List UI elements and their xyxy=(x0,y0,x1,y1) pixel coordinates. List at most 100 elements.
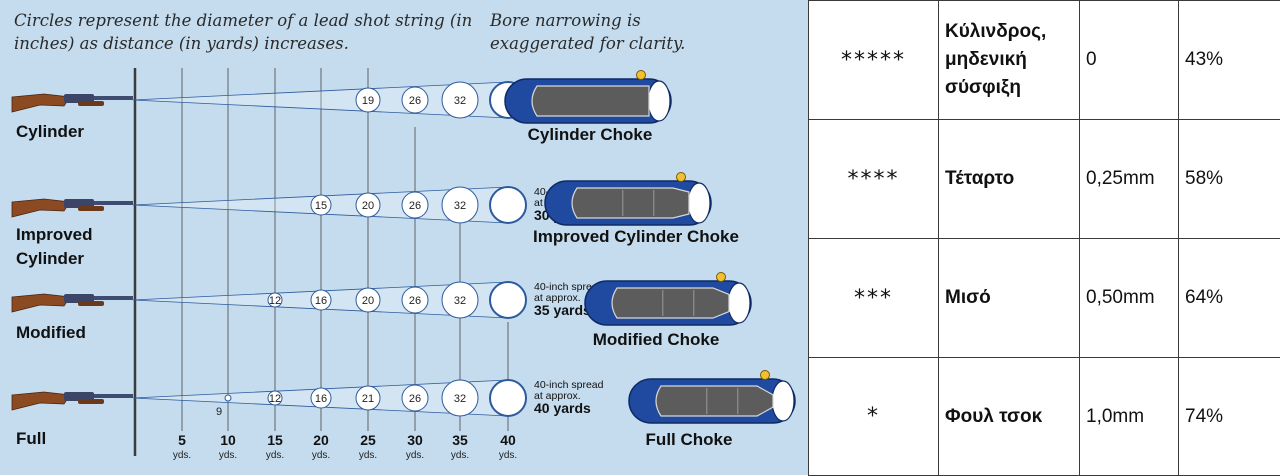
choke-name-label: Cylinder xyxy=(16,122,84,141)
choke-name-label: Improved xyxy=(16,225,93,244)
sight-bead xyxy=(637,71,646,80)
gun-stock xyxy=(12,294,70,312)
table-row: *** Μισό 0,50mm 64% xyxy=(809,239,1280,358)
distance-tick-label: 5 xyxy=(178,432,186,448)
distance-tick-label: 15 xyxy=(267,432,283,448)
distance-tick-label: 10 xyxy=(220,432,236,448)
caption-left-line-1: Circles represent the diameter of a lead… xyxy=(14,11,472,30)
diameter-label: 16 xyxy=(315,295,327,307)
tube-bore xyxy=(656,386,773,416)
table-row: * Φουλ τσοκ 1,0mm 74% xyxy=(809,358,1280,476)
diameter-label: 32 xyxy=(454,295,466,307)
gun-stock xyxy=(12,94,70,112)
gun-barrel xyxy=(94,96,133,100)
choke-tube-icon xyxy=(545,173,711,226)
distance-unit-label: yds. xyxy=(406,450,424,461)
tube-mouth xyxy=(772,381,794,421)
choke-name-cell: Φουλ τσοκ xyxy=(939,358,1080,476)
spread-yards-label: 35 yards xyxy=(534,302,591,318)
diameter-label: 26 xyxy=(409,393,421,405)
diameter-label: 15 xyxy=(315,200,327,212)
gun-forend xyxy=(78,206,104,211)
gun-barrel xyxy=(94,296,133,300)
choke-type-label: Cylinder Choke xyxy=(528,125,653,144)
diameter-label: 32 xyxy=(454,393,466,405)
diameter-label: 26 xyxy=(409,200,421,212)
diameter-label: 19 xyxy=(362,95,374,107)
choke-name-cell: Μισό xyxy=(939,239,1080,358)
choke-name-cell: Κύλινδρος, μηδενική σύσφιξη xyxy=(939,1,1080,120)
diameter-label: 12 xyxy=(269,393,281,405)
gun-barrel xyxy=(94,394,133,398)
distance-unit-label: yds. xyxy=(451,450,469,461)
star-rating: ***** xyxy=(809,1,939,120)
star-rating: * xyxy=(809,358,939,476)
tube-bore xyxy=(612,288,729,318)
star-rating: *** xyxy=(809,239,939,358)
caption-left-line-2: inches) as distance (in yards) increases… xyxy=(14,34,349,53)
tube-mouth xyxy=(728,283,750,323)
distance-unit-label: yds. xyxy=(173,450,191,461)
diagram-canvas: Circles represent the diameter of a lead… xyxy=(0,0,808,475)
diameter-label: 26 xyxy=(409,295,421,307)
choke-tube-icon xyxy=(585,273,751,326)
choke-name-label: Modified xyxy=(16,323,86,342)
tube-mouth xyxy=(688,183,710,223)
gun-stock xyxy=(12,392,70,410)
gun-forend xyxy=(78,101,104,106)
percent-cell: 74% xyxy=(1179,358,1280,476)
diameter-label: 32 xyxy=(454,200,466,212)
diameter-label: 20 xyxy=(362,200,374,212)
gun-forend xyxy=(78,399,104,404)
diameter-label: 9 xyxy=(216,406,222,418)
spread-circle xyxy=(490,187,526,223)
constriction-cell: 0 xyxy=(1080,1,1179,120)
choke-name-cell: Τέταρτο xyxy=(939,120,1080,239)
diameter-label: 26 xyxy=(409,95,421,107)
tube-bore xyxy=(532,86,649,116)
constriction-cell: 1,0mm xyxy=(1080,358,1179,476)
tube-mouth xyxy=(648,81,670,121)
shot-circle xyxy=(225,395,231,401)
choke-name-label: Cylinder xyxy=(16,249,84,268)
choke-type-label: Full Choke xyxy=(646,430,733,449)
choke-type-label: Improved Cylinder Choke xyxy=(533,227,739,246)
distance-tick-label: 25 xyxy=(360,432,376,448)
distance-unit-label: yds. xyxy=(266,450,284,461)
sight-bead xyxy=(761,371,770,380)
shotgun-icon xyxy=(12,392,133,410)
diameter-label: 12 xyxy=(269,295,281,307)
constriction-cell: 0,25mm xyxy=(1080,120,1179,239)
distance-tick-label: 30 xyxy=(407,432,423,448)
shot-pattern-diagram: Circles represent the diameter of a lead… xyxy=(0,0,808,475)
percent-cell: 64% xyxy=(1179,239,1280,358)
choke-type-label: Modified Choke xyxy=(593,330,720,349)
choke-row: ImprovedCylinder1520263240-inch spreadat… xyxy=(12,173,739,269)
spread-circle xyxy=(490,380,526,416)
caption-right-line-1: Bore narrowing is xyxy=(489,11,641,30)
spread-circle xyxy=(490,282,526,318)
shotgun-icon xyxy=(12,94,133,112)
percent-cell: 43% xyxy=(1179,1,1280,120)
star-rating: **** xyxy=(809,120,939,239)
shotgun-icon xyxy=(12,294,133,312)
gun-barrel xyxy=(94,201,133,205)
distance-unit-label: yds. xyxy=(359,450,377,461)
gun-forend xyxy=(78,301,104,306)
sight-bead xyxy=(677,173,686,182)
spread-yards-label: 40 yards xyxy=(534,400,591,416)
choke-name-label: Full xyxy=(16,429,46,448)
choke-tube-icon xyxy=(629,371,795,424)
distance-tick-label: 35 xyxy=(452,432,468,448)
distance-unit-label: yds. xyxy=(219,450,237,461)
choke-tube-icon xyxy=(505,71,671,124)
distance-tick-label: 40 xyxy=(500,432,516,448)
percent-cell: 58% xyxy=(1179,120,1280,239)
diameter-label: 16 xyxy=(315,393,327,405)
distance-tick-label: 20 xyxy=(313,432,329,448)
sight-bead xyxy=(717,273,726,282)
